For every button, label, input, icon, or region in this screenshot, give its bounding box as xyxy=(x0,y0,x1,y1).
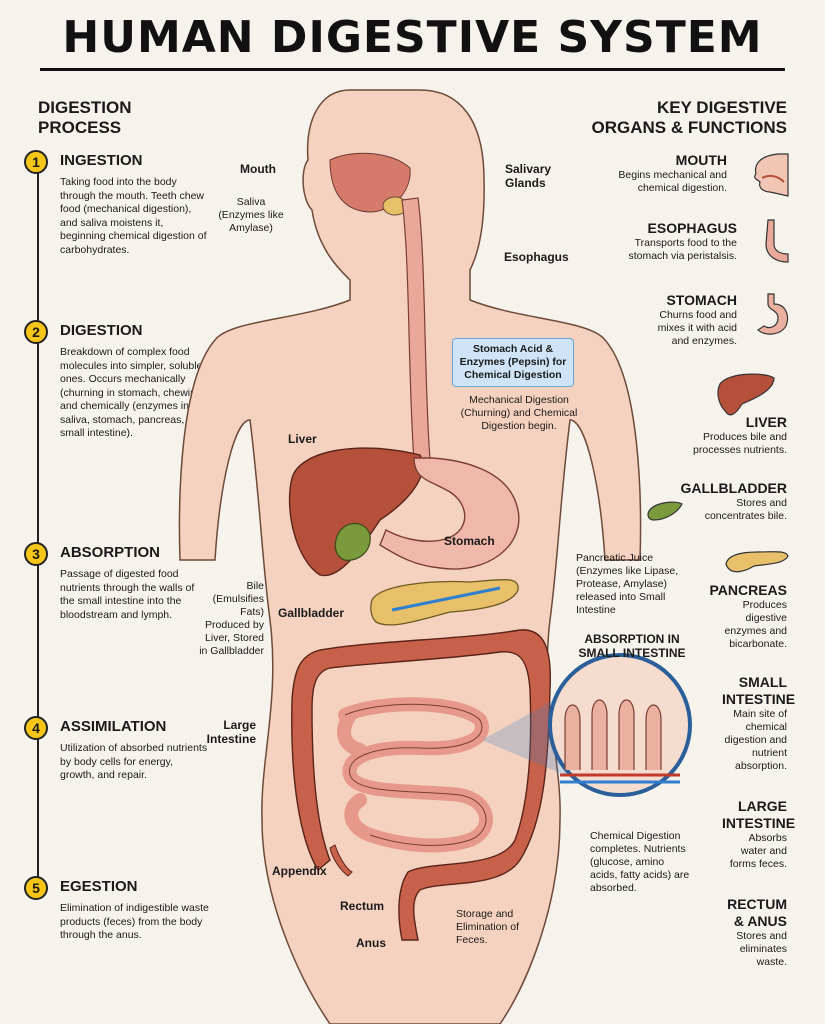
villi xyxy=(564,699,662,770)
absorption-inset-title: ABSORPTION IN SMALL INTESTINE xyxy=(578,632,686,660)
step-title: ASSIMILATION xyxy=(60,718,167,735)
step-title: ABSORPTION xyxy=(60,544,161,561)
label-saliva: Saliva (Enzymes like Amylase) xyxy=(218,196,284,234)
right-heading: KEY DIGESTIVE ORGANS & FUNCTIONS xyxy=(592,98,788,138)
esophagus-icon xyxy=(765,219,789,263)
left-heading-line-2: PROCESS xyxy=(38,118,122,137)
pancreatic-duct-arrow xyxy=(391,586,501,612)
organ-description: Stores and concentrates bile. xyxy=(704,497,787,522)
left-heading: DIGESTION PROCESS xyxy=(38,98,132,138)
organ-description: Transports food to the stomach via peris… xyxy=(628,237,737,262)
organ-stomach: STOMACH Churns food and mixes it with ac… xyxy=(602,292,787,348)
label-appendix: Appendix xyxy=(272,864,327,878)
step-number-badge: 1 xyxy=(24,150,48,174)
page-title: HUMAN DIGESTIVE SYSTEM xyxy=(62,12,763,63)
label-mouth: Mouth xyxy=(240,162,276,176)
step-description: Utilization of absorbed nutrients by bod… xyxy=(60,742,208,781)
organ-description: Produces digestive enzymes and bicarbona… xyxy=(724,599,787,650)
label-anus: Anus xyxy=(356,936,386,950)
label-stomach: Stomach xyxy=(444,534,495,548)
organ-name: LIVER xyxy=(745,414,787,430)
stomach-organ xyxy=(379,457,520,570)
step-number-badge: 5 xyxy=(24,876,48,900)
large-intestine-organ xyxy=(291,629,552,941)
organ-mouth: MOUTH Begins mechanical and chemical dig… xyxy=(612,152,787,195)
step-number-badge: 3 xyxy=(24,542,48,566)
organ-name: PANCREAS xyxy=(709,582,787,598)
gallbladder-organ xyxy=(334,523,371,561)
label-gallbladder: Gallbladder xyxy=(278,606,345,620)
step-description: Taking food into the body through the mo… xyxy=(60,176,207,256)
gallbladder-icon xyxy=(647,501,683,521)
organ-description: Stores and eliminates waste. xyxy=(736,930,787,968)
organ-name: STOMACH xyxy=(666,292,737,308)
organ-description: Absorbs water and forms feces. xyxy=(729,832,787,870)
label-rectum: Rectum xyxy=(340,899,385,913)
process-timeline xyxy=(37,172,39,888)
label-storage-elimination: Storage and Elimination of Feces. xyxy=(456,908,520,946)
label-chemical-digestion-completes: Chemical Digestion completes. Nutrients … xyxy=(590,830,690,894)
right-heading-line-1: KEY DIGESTIVE xyxy=(656,98,787,117)
step-title: EGESTION xyxy=(60,878,138,895)
organ-liver: LIVER Produces bile and processes nutrie… xyxy=(612,414,787,457)
step-description: Passage of digested food nutrients throu… xyxy=(60,568,195,621)
left-heading-line-1: DIGESTION xyxy=(38,98,132,117)
organ-esophagus: ESOPHAGUS Transports food to the stomach… xyxy=(602,220,787,263)
stomach-icon xyxy=(757,293,789,335)
organ-description: Main site of chemical digestion and nutr… xyxy=(724,708,787,772)
organ-rectum-anus: RECTUM & ANUS Stores and eliminates wast… xyxy=(612,896,787,969)
organ-pancreas: PANCREAS Produces digestive enzymes and … xyxy=(612,582,787,651)
organ-gallbladder: GALLBLADDER Stores and concentrates bile… xyxy=(612,480,787,523)
step-title: DIGESTION xyxy=(60,322,143,339)
organ-name: LARGE INTESTINE xyxy=(722,798,796,831)
organ-large-intestine: LARGE INTESTINE Absorbs water and forms … xyxy=(612,798,796,871)
stomach-acid-callout: Stomach Acid & Enzymes (Pepsin) for Chem… xyxy=(452,338,574,387)
pancreas-icon xyxy=(725,551,789,573)
step-number-badge: 2 xyxy=(24,320,48,344)
organ-name: RECTUM & ANUS xyxy=(727,896,787,929)
step-description: Elimination of indigestible waste produc… xyxy=(60,902,209,941)
step-number-badge: 4 xyxy=(24,716,48,740)
right-heading-line-2: ORGANS & FUNCTIONS xyxy=(591,118,788,137)
label-salivary-glands: Salivary Glands xyxy=(505,162,552,190)
mouth-icon xyxy=(754,153,789,197)
label-esophagus: Esophagus xyxy=(504,250,569,264)
organ-name: GALLBLADDER xyxy=(680,480,787,496)
label-bile: Bile (Emulsifies Fats) Produced by Liver… xyxy=(199,580,264,657)
label-large-intestine: Large Intestine xyxy=(206,718,256,746)
organ-small-intestine: SMALL INTESTINE Main site of chemical di… xyxy=(612,674,796,773)
title-underline xyxy=(40,68,785,71)
appendix-organ xyxy=(329,844,353,877)
organ-name: ESOPHAGUS xyxy=(647,220,737,236)
step-description: Breakdown of complex food molecules into… xyxy=(60,346,206,439)
step-title: INGESTION xyxy=(60,152,143,169)
small-intestine-outline xyxy=(344,703,487,846)
label-liver: Liver xyxy=(288,432,317,446)
label-mechanical-digestion: Mechanical Digestion (Churning) and Chem… xyxy=(460,394,578,432)
liver-organ xyxy=(288,447,424,577)
organ-name: MOUTH xyxy=(675,152,727,168)
organ-description: Churns food and mixes it with acid and e… xyxy=(657,309,737,347)
organ-description: Begins mechanical and chemical digestion… xyxy=(618,169,727,194)
organ-name: SMALL INTESTINE xyxy=(722,674,796,707)
label-pancreatic-juice: Pancreatic Juice (Enzymes like Lipase, P… xyxy=(576,552,679,616)
organ-description: Produces bile and processes nutrients. xyxy=(693,431,787,456)
liver-icon xyxy=(717,373,775,416)
